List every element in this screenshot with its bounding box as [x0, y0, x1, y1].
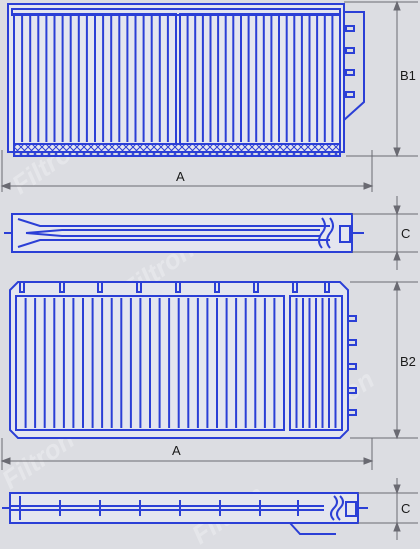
top-side-flange	[343, 11, 365, 121]
bottom-clips	[347, 315, 357, 416]
dimension-a-top	[0, 150, 374, 192]
label-b1: B1	[400, 68, 416, 83]
top-side-view	[4, 213, 364, 253]
dimension-b2	[350, 280, 418, 440]
pleats-top-left	[21, 16, 169, 142]
label-b2: B2	[400, 354, 416, 369]
side-clip-block	[339, 225, 351, 243]
pleats-bottom-right	[295, 298, 337, 428]
clip	[345, 25, 355, 32]
label-a-bottom: A	[172, 443, 181, 458]
side-frame-bottom	[9, 492, 359, 524]
side-inner-line	[17, 239, 330, 248]
dimension-c-bottom	[358, 478, 418, 540]
side-pins	[19, 496, 299, 520]
bottom-panel-left	[15, 295, 285, 431]
label-c-bottom: C	[401, 501, 410, 516]
dimension-a-bottom	[0, 438, 374, 470]
clip	[345, 69, 355, 76]
top-clips	[345, 25, 355, 98]
label-c-top: C	[401, 226, 410, 241]
top-seal-band	[13, 143, 341, 157]
side-foot	[289, 522, 336, 535]
bottom-view	[9, 281, 357, 439]
side-clip-block	[345, 501, 357, 517]
bottom-side-view	[2, 492, 368, 535]
side-inner-line	[25, 232, 320, 237]
bottom-panel-right	[289, 295, 343, 431]
label-a-top: A	[176, 169, 185, 184]
pleats-top-right	[186, 16, 334, 142]
side-pleat-end	[318, 217, 334, 249]
pleats-bottom-left	[24, 298, 276, 428]
top-view	[7, 3, 365, 157]
side-frame-top	[11, 213, 353, 253]
clip	[345, 91, 355, 98]
bottom-top-tabs	[19, 281, 330, 293]
side-inner-line	[25, 229, 320, 234]
dimension-c-top	[352, 196, 418, 270]
dimension-b1	[344, 0, 418, 158]
side-inner-line	[17, 218, 330, 227]
clip	[345, 47, 355, 54]
side-pleat-end	[330, 495, 344, 521]
